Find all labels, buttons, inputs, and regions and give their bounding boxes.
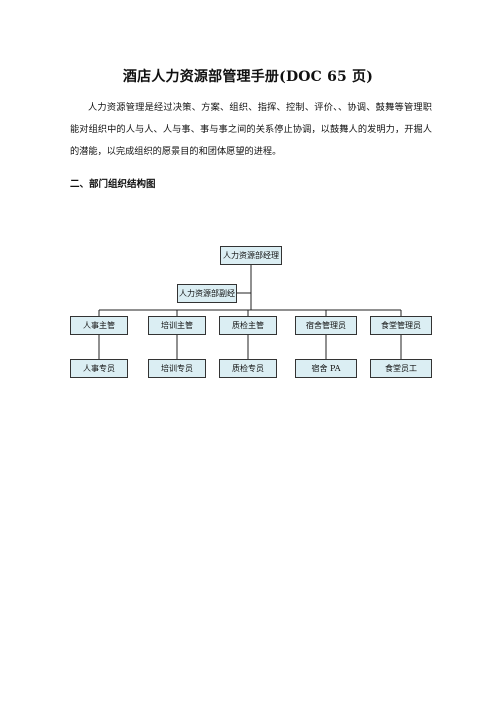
org-box-staff-dorm: 宿舍 PA: [295, 359, 357, 378]
org-box-manager: 人力资源部经理: [220, 246, 282, 265]
org-box-staff-training: 培训专员: [148, 359, 206, 378]
intro-paragraph: 人力资源管理是经过决策、方案、组织、指挥、控制、评价、、协调、鼓舞等管理职能对组…: [70, 102, 432, 157]
org-box-supervisor-hr: 人事主管: [70, 316, 128, 335]
org-box-supervisor-qc: 质检主管: [219, 316, 277, 335]
org-box-staff-canteen: 食堂员工: [370, 359, 432, 378]
org-box-deputy: 人力资源部副经: [177, 284, 237, 303]
org-box-supervisor-canteen: 食堂管理员: [370, 316, 432, 335]
org-box-staff-hr: 人事专员: [70, 359, 128, 378]
document-title: 酒店人力资源部管理手册(DOC 65 页): [122, 69, 374, 85]
org-box-supervisor-training: 培训主管: [148, 316, 206, 335]
section-heading: 二、部门组织结构图: [70, 179, 156, 190]
org-box-staff-qc: 质检专员: [219, 359, 277, 378]
org-box-supervisor-dorm: 宿舍管理员: [295, 316, 357, 335]
